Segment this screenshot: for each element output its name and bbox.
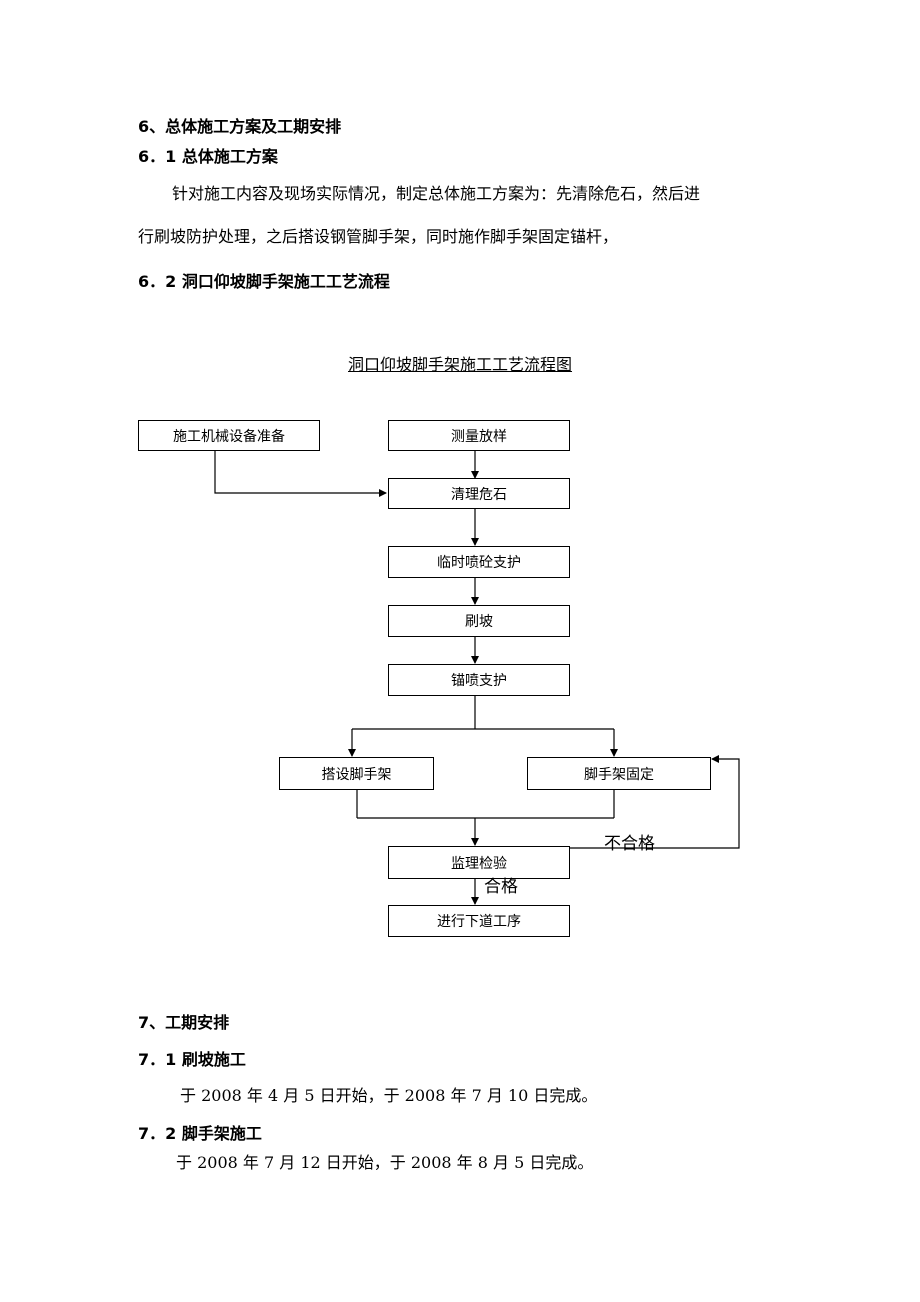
section-6-heading: 6、总体施工方案及工期安排 — [138, 117, 342, 136]
section-7-1-text: 于 2008 年 4 月 5 日开始，于 2008 年 7 月 10 日完成。 — [180, 1086, 598, 1105]
box-erect-scaffold: 搭设脚手架 — [279, 757, 434, 790]
box-next-process: 进行下道工序 — [388, 905, 570, 937]
section-6-2-heading: 6．2 洞口仰坡脚手架施工工艺流程 — [138, 272, 390, 291]
flowchart-title: 洞口仰坡脚手架施工工艺流程图 — [348, 355, 573, 374]
box-equipment-prep: 施工机械设备准备 — [138, 420, 320, 451]
box-survey: 测量放样 — [388, 420, 570, 451]
box-fix-scaffold: 脚手架固定 — [527, 757, 711, 790]
label-pass: 合格 — [484, 877, 518, 897]
box-temp-shotcrete: 临时喷砼支护 — [388, 546, 570, 578]
section-7-1-heading: 7．1 刷坡施工 — [138, 1050, 246, 1069]
box-clear-rocks: 清理危石 — [388, 478, 570, 509]
section-7-heading: 7、工期安排 — [138, 1013, 230, 1032]
connector-fail-loop — [570, 755, 740, 849]
section-7-2-heading: 7．2 脚手架施工 — [138, 1124, 262, 1143]
section-6-1-heading: 6．1 总体施工方案 — [138, 147, 278, 166]
section-7-2-text: 于 2008 年 7 月 12 日开始，于 2008 年 8 月 5 日完成。 — [176, 1153, 594, 1172]
box-anchor-shotcrete: 锚喷支护 — [388, 664, 570, 696]
box-slope-trim: 刷坡 — [388, 605, 570, 637]
section-6-1-paragraph-line2: 行刷坡防护处理，之后搭设钢管脚手架，同时施作脚手架固定锚杆， — [138, 227, 619, 246]
connector-equipment-to-clear — [214, 450, 387, 497]
label-fail: 不合格 — [604, 834, 655, 854]
section-6-1-paragraph-line1: 针对施工内容及现场实际情况，制定总体施工方案为：先清除危石，然后进 — [172, 184, 701, 203]
box-inspection: 监理检验 — [388, 846, 570, 879]
